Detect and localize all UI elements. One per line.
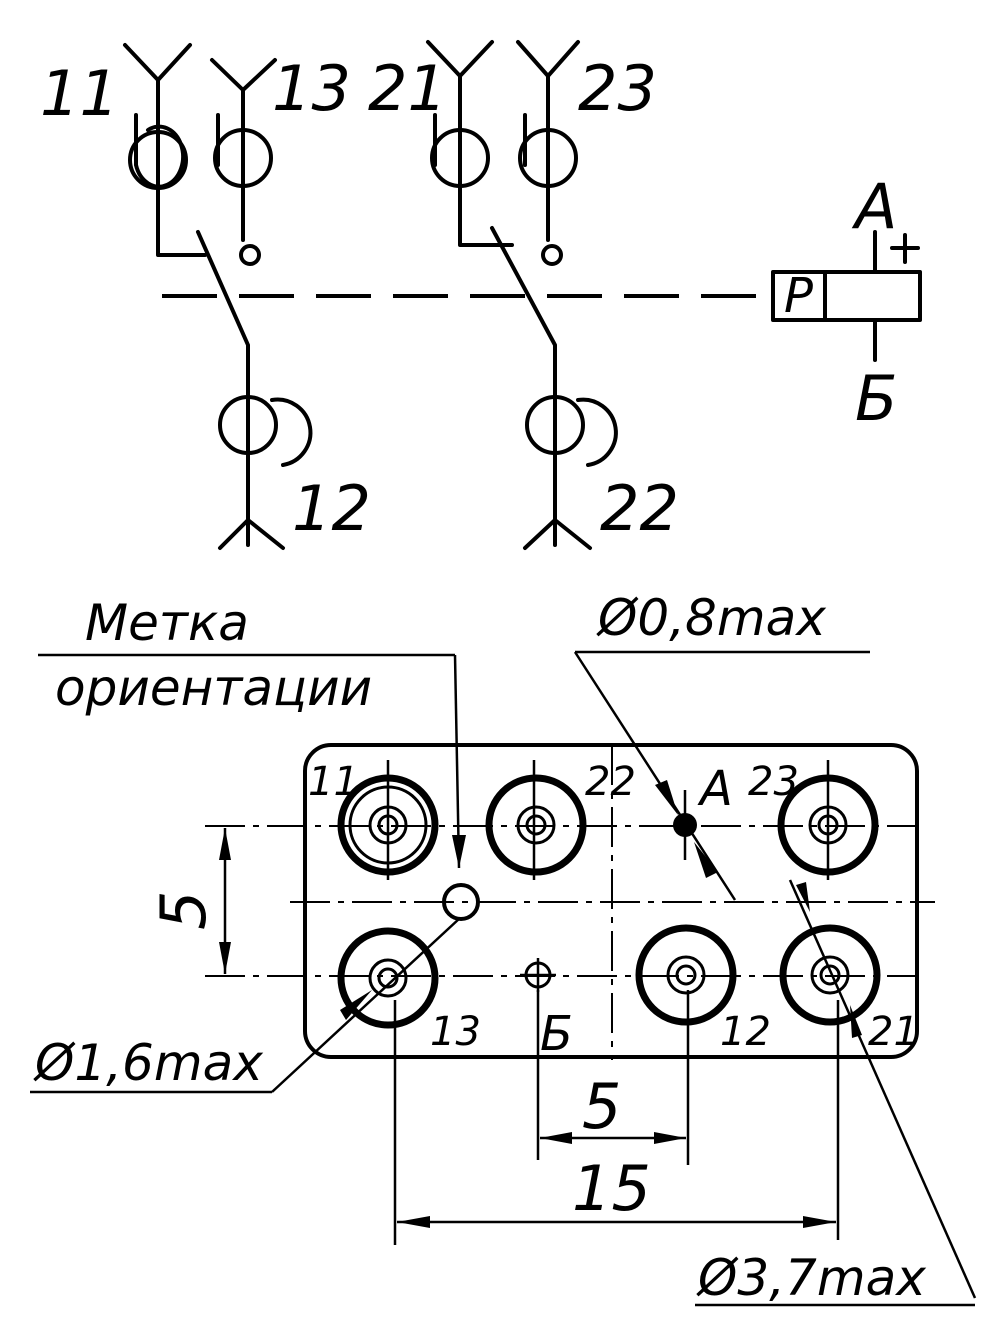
dia-outer-leader xyxy=(788,879,977,1299)
pin-label-11: 11 xyxy=(308,759,359,805)
label-contact-13: 13 xyxy=(272,52,351,125)
contact-21-symbol xyxy=(426,40,514,247)
dim-15-arrow-right xyxy=(803,1216,836,1228)
pad-13 xyxy=(337,927,439,1029)
orientation-mark-leader xyxy=(453,654,461,869)
pin-label-b: Б xyxy=(540,1006,573,1062)
dia-small-hole-leader xyxy=(573,651,737,901)
label-contact-12: 12 xyxy=(292,472,371,545)
dia-outer-arrow-1 xyxy=(796,882,810,912)
coil-label: P xyxy=(784,268,813,324)
label-contact-23: 23 xyxy=(578,52,657,125)
orientation-mark xyxy=(442,883,480,921)
pad-22 xyxy=(485,774,587,876)
pad-23 xyxy=(777,774,879,876)
contact-13-symbol xyxy=(210,58,277,266)
dia-pad-leader xyxy=(271,917,461,1093)
dim-vert-arrow-bot xyxy=(219,942,231,974)
pin-label-22: 22 xyxy=(585,759,636,805)
pad-11 xyxy=(337,774,439,876)
dia-outer-label: Ø3,7max xyxy=(696,1249,926,1307)
pin-label-12: 12 xyxy=(720,1009,771,1055)
orientation-mark-label-1: Метка xyxy=(85,594,249,652)
dia-pad-arrowhead xyxy=(340,990,372,1020)
relay-schematic: 11 13 12 21 23 22 P A Б xyxy=(40,40,922,550)
contact-22-symbol xyxy=(490,226,618,550)
dia-pad-label: Ø1,6max xyxy=(33,1034,263,1092)
dia-small-hole-label: Ø0,8max xyxy=(596,589,826,647)
pad-12 xyxy=(635,924,737,1026)
dia-small-hole-arrow-1 xyxy=(655,780,678,815)
dim-5-arrow-left xyxy=(540,1132,572,1144)
pad-21 xyxy=(779,924,881,1026)
dim-15-arrow-left xyxy=(397,1216,430,1228)
contact-23-symbol xyxy=(516,40,580,266)
pad-a xyxy=(673,790,697,860)
dim-5-arrow-right xyxy=(654,1132,686,1144)
label-contact-11: 11 xyxy=(40,57,119,130)
dim-15-label: 15 xyxy=(572,1152,651,1225)
relay-footprint: Метка ориентации Ø0,8max xyxy=(30,589,977,1307)
pad-b xyxy=(520,958,556,992)
orientation-mark-arrowhead xyxy=(452,835,466,868)
dia-small-hole-arrow-2 xyxy=(694,842,718,878)
label-contact-22: 22 xyxy=(600,472,679,545)
coil-terminal-a: A xyxy=(851,170,897,243)
pin-label-a: A xyxy=(697,761,733,817)
relay-coil-symbol xyxy=(771,230,922,362)
dim-vert-label: 5 xyxy=(147,891,220,930)
dia-outer-arrow-2 xyxy=(850,1005,862,1038)
contact-11-symbol xyxy=(123,43,207,257)
pin-label-13: 13 xyxy=(430,1009,481,1055)
orientation-mark-label-2: ориентации xyxy=(55,659,372,717)
pin-label-21: 21 xyxy=(868,1009,919,1055)
coil-terminal-b: Б xyxy=(855,362,898,435)
pin-label-23: 23 xyxy=(748,759,799,805)
dim-5-label: 5 xyxy=(582,1070,621,1143)
contact-12-symbol xyxy=(196,230,313,550)
dim-vert-arrow-top xyxy=(219,828,231,860)
label-contact-21: 21 xyxy=(368,52,447,125)
